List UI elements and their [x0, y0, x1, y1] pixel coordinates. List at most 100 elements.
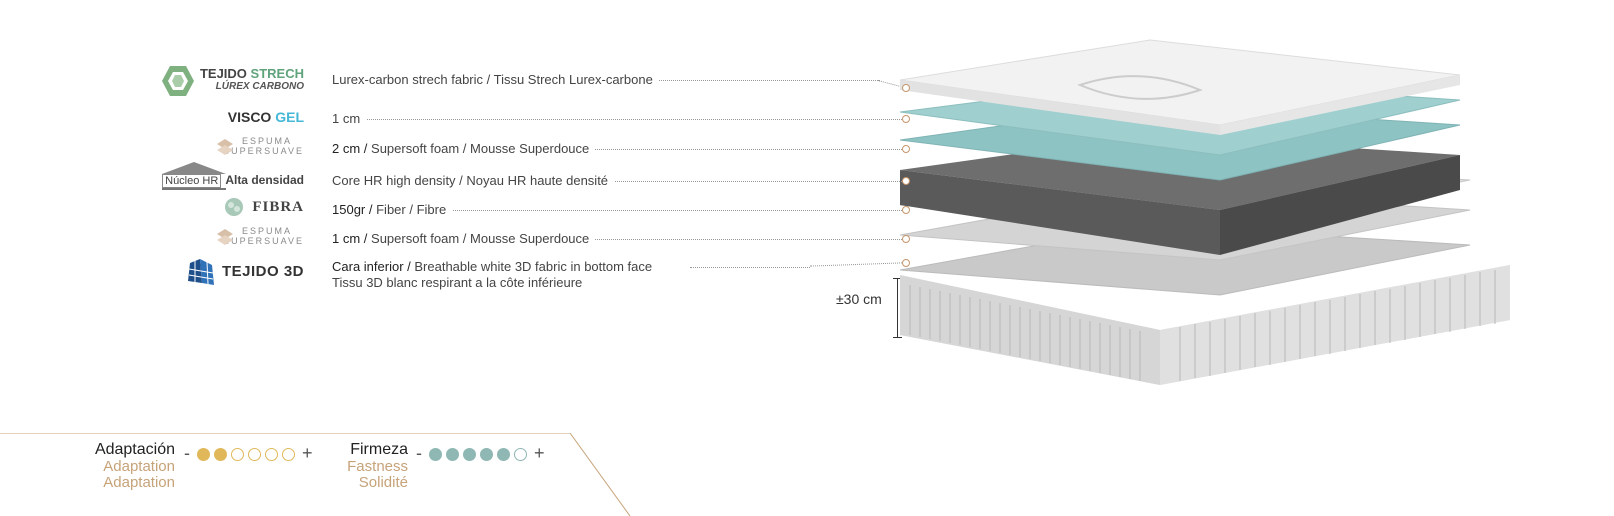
layer-row-foam-1cm: ESPUMA SUPERSUAVE 1 cm / Supersoft foam … [150, 226, 910, 252]
supersuave-label: SUPERSUAVE [223, 236, 304, 246]
layer-desc-text: Supersoft foam / Mousse Superdouce [371, 231, 590, 246]
espuma-label: ESPUMA [241, 226, 292, 236]
leader-tip [902, 84, 910, 92]
leader-diagonal [877, 80, 902, 88]
filled-dot [463, 447, 477, 461]
leader-line [332, 210, 902, 211]
layer-desc-text: Breathable white 3D fabric in bottom fac… [414, 259, 653, 274]
layer-description: 2 cm / Supersoft foam / Mousse Superdouc… [332, 141, 596, 156]
layer-desc-value: 1 cm / [332, 231, 368, 246]
adaptation-sub-en: Adaptation [103, 458, 175, 475]
layer-desc-text-fr: Tissu 3D blanc respirant a la côte infér… [332, 275, 583, 290]
layer-desc-value: Cara inferior / [332, 259, 411, 274]
scale-plus: + [534, 443, 545, 463]
scale-minus: - [416, 443, 422, 463]
empty-dot [265, 447, 279, 461]
hexagon-icon [162, 66, 194, 96]
brand-accent: GEL [275, 109, 304, 125]
brand-name: TEJIDO [199, 66, 247, 81]
layer-row-top-fabric: TEJIDO STRECH LÚREX CARBONO Lurex-carbon… [150, 66, 910, 99]
leader-line [332, 149, 902, 150]
layer-desc-text: Core HR high density / Noyau HR haute de… [332, 173, 609, 188]
layer-desc-text: Lurex-carbon strech fabric / Tissu Strec… [332, 72, 653, 87]
adaptation-block: Adaptación Adaptation Adaptation [80, 441, 175, 491]
layer-desc-text: Fiber / Fibre [376, 202, 447, 217]
layer-row-foam-2cm: ESPUMA SUPERSUAVE 2 cm / Supersoft foam … [150, 136, 910, 162]
layer-desc-value: 150gr / [332, 202, 373, 217]
leader-line [332, 181, 902, 182]
leader-line-end [810, 262, 902, 267]
leader-line [332, 239, 902, 240]
brand-name: TEJIDO 3D [221, 263, 304, 280]
leader-tip [902, 177, 910, 185]
firmness-block: Firmeza Fastness Solidité [330, 441, 408, 491]
fabric-3d-icon [188, 259, 214, 285]
brand-sub: LÚREX CARBONO [215, 81, 304, 92]
filled-dot [497, 447, 511, 461]
layer-description: 1 cm [332, 111, 367, 126]
layer-desc-text: Supersoft foam / Mousse Superdouce [371, 141, 590, 156]
foam-icon [217, 139, 233, 155]
adaptation-dots [195, 443, 297, 463]
roof-icon [162, 162, 227, 174]
layer-row-fiber: FIBRA 150gr / Fiber / Fibre [150, 197, 910, 223]
layer-description: 1 cm / Supersoft foam / Mousse Superdouc… [332, 231, 596, 246]
empty-dot [231, 447, 245, 461]
brand-name: VISCO [227, 109, 272, 125]
supersuave-label: SUPERSUAVE [223, 146, 304, 156]
height-label: ±30 cm [836, 291, 882, 307]
layer-description: Lurex-carbon strech fabric / Tissu Strec… [332, 72, 659, 87]
espuma-label: ESPUMA [241, 136, 292, 146]
layer-desc-value: 2 cm / [332, 141, 368, 156]
layer-row-visco-gel: VISCO GEL 1 cm [150, 106, 910, 132]
firmness-legend: Adaptación Adaptation Adaptation - + Fir… [0, 433, 640, 516]
firmness-sub-fr: Solidité [358, 474, 408, 491]
leader-tip [902, 145, 910, 153]
mattress-base [900, 265, 1510, 385]
brand-name: FIBRA [252, 199, 304, 215]
legend-border [0, 433, 631, 516]
tejido-3d-logo: TEJIDO 3D [188, 259, 304, 285]
firmness-sub-en: Fastness [347, 458, 408, 475]
scale-minus: - [184, 443, 190, 463]
espuma-logo: ESPUMA SUPERSUAVE [217, 226, 304, 246]
fibra-logo: FIBRA [225, 198, 304, 216]
layer-description: Core HR high density / Noyau HR haute de… [332, 173, 615, 188]
height-bar [893, 278, 902, 338]
filled-dot [197, 447, 211, 461]
filled-dot [429, 447, 443, 461]
leader-tip [902, 259, 910, 267]
leader-tip [902, 206, 910, 214]
empty-dot [282, 447, 296, 461]
layer-description: 150gr / Fiber / Fibre [332, 202, 453, 217]
leader-line [690, 267, 810, 268]
adaptation-scale: - + [184, 443, 313, 464]
leader-tip [902, 235, 910, 243]
tejido-strech-logo: TEJIDO STRECH LÚREX CARBONO [162, 66, 304, 96]
firmness-scale: - + [416, 443, 545, 464]
layer-top-fabric [900, 39, 1461, 135]
brand-accent: STRECH [250, 66, 304, 81]
underline [162, 188, 227, 190]
firmness-dots [427, 443, 529, 463]
espuma-logo: ESPUMA SUPERSUAVE [217, 136, 304, 156]
nucleo-hr-label: Núcleo HR [162, 174, 222, 188]
scale-plus: + [302, 443, 313, 463]
leader-tip [902, 115, 910, 123]
firmness-title: Firmeza [350, 441, 408, 458]
fiber-icon [225, 198, 243, 216]
layer-description: Cara inferior / Breathable white 3D fabr… [332, 259, 659, 291]
adaptation-sub-fr: Adaptation [103, 474, 175, 491]
adaptation-title: Adaptación [94, 441, 175, 458]
alta-densidad-label: Alta densidad [225, 173, 304, 187]
filled-dot [446, 447, 460, 461]
visco-gel-logo: VISCO GEL [228, 109, 304, 125]
filled-dot [214, 447, 228, 461]
foam-icon [217, 229, 233, 245]
layer-row-3d-fabric: TEJIDO 3D Cara inferior / Breathable whi… [150, 255, 910, 295]
leader-line [332, 119, 902, 120]
empty-dot [248, 447, 262, 461]
empty-dot [514, 447, 528, 461]
